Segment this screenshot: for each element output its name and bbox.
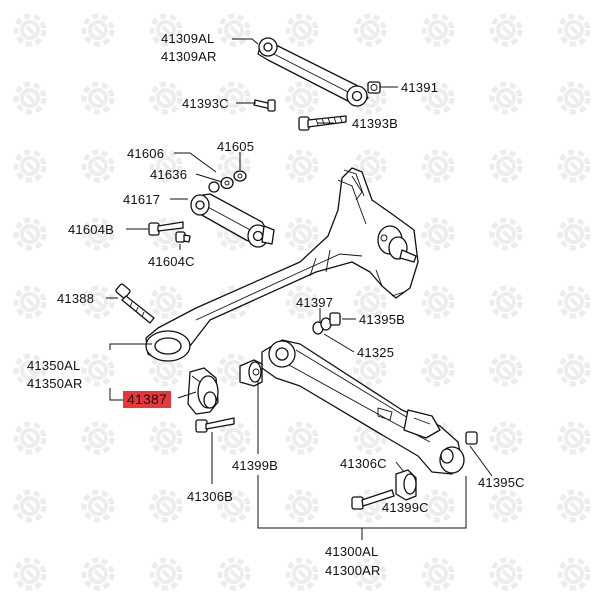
label-41300ar: 41300AR bbox=[325, 563, 381, 578]
washer-41605 bbox=[233, 170, 247, 182]
bolt-41393b bbox=[298, 115, 347, 131]
label-41325: 41325 bbox=[357, 345, 395, 360]
bolt-41388 bbox=[115, 283, 155, 324]
bushing-41387 bbox=[187, 367, 219, 415]
label-41399c: 41399C bbox=[382, 500, 429, 515]
label-41350ar: 41350AR bbox=[27, 376, 83, 391]
label-41397: 41397 bbox=[296, 295, 334, 310]
bolt-41306b bbox=[195, 417, 235, 433]
nut-41397 bbox=[312, 317, 332, 335]
bolt-41393c bbox=[253, 99, 276, 112]
label-41617: 41617 bbox=[123, 192, 161, 207]
label-41309ar: 41309AR bbox=[161, 49, 217, 64]
bushing-41399c bbox=[395, 469, 417, 501]
nut-41395c bbox=[465, 431, 478, 445]
trailing-arm-41350 bbox=[145, 167, 419, 362]
label-41350al: 41350AL bbox=[27, 358, 81, 373]
leader-lines bbox=[106, 38, 493, 540]
label-41606: 41606 bbox=[127, 146, 165, 161]
nut-41391 bbox=[367, 81, 381, 94]
nut-41395b bbox=[329, 312, 341, 326]
label-41395c: 41395C bbox=[478, 475, 525, 490]
label-41399b: 41399B bbox=[232, 458, 279, 473]
label-41306c: 41306C bbox=[340, 456, 387, 471]
label-41395b: 41395B bbox=[359, 312, 406, 327]
control-arm-41617 bbox=[190, 193, 275, 248]
label-41393b: 41393B bbox=[352, 116, 399, 131]
label-41391: 41391 bbox=[401, 80, 439, 95]
label-41604c: 41604C bbox=[148, 254, 195, 269]
bolt-41604c bbox=[175, 231, 191, 243]
label-41300al: 41300AL bbox=[325, 544, 379, 559]
label-41393c: 41393C bbox=[182, 96, 229, 111]
label-41387-highlighted: 41387 bbox=[123, 391, 171, 408]
label-41306b: 41306B bbox=[187, 489, 234, 504]
bolt-41306c bbox=[351, 489, 395, 510]
bushing-41399b bbox=[239, 359, 263, 387]
upper-arm-41309 bbox=[257, 37, 369, 107]
label-41605: 41605 bbox=[217, 139, 255, 154]
label-41604b: 41604B bbox=[68, 222, 115, 237]
bolt-41604b bbox=[148, 221, 184, 236]
label-41388: 41388 bbox=[57, 291, 95, 306]
nut-41636 bbox=[208, 176, 234, 193]
lower-arm-41300 bbox=[261, 339, 465, 475]
label-41636: 41636 bbox=[150, 167, 188, 182]
label-41309al: 41309AL bbox=[161, 31, 215, 46]
